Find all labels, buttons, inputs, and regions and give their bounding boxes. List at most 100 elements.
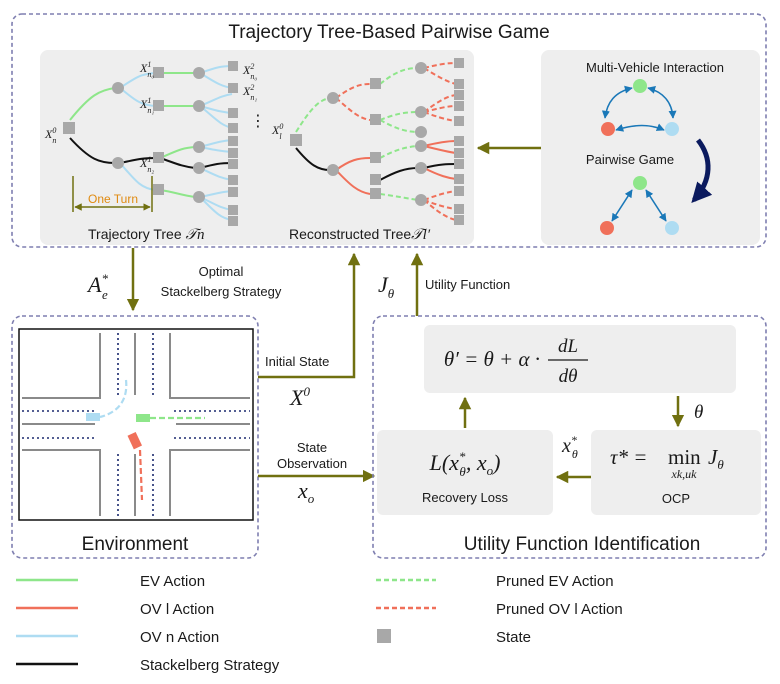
multi-vehicle-graph — [601, 85, 677, 132]
tree-edge — [423, 105, 457, 113]
legend-state-swatch — [377, 629, 391, 643]
reconstructed-tree-caption: Reconstructed Tree𝒯l′ — [289, 226, 431, 243]
action-node — [193, 141, 205, 153]
trajectory-tree-nodes — [63, 61, 238, 226]
action-node — [327, 164, 339, 176]
state-node — [228, 148, 238, 158]
state-node — [228, 61, 238, 71]
frac-numerator: dL — [558, 336, 578, 357]
action-node — [193, 191, 205, 203]
ev-vehicle-icon — [136, 414, 150, 422]
tree-edge — [423, 145, 457, 154]
loss-equation: L(x*θ, xo) — [429, 449, 501, 479]
one-turn-bracket: One Turn — [72, 176, 153, 212]
utility-function-arrow-group: Jθ Utility Function — [378, 252, 510, 316]
ov-n-vehicle-node — [665, 122, 679, 136]
action-node — [193, 162, 205, 174]
state-node — [228, 216, 238, 226]
interaction-box — [541, 50, 760, 245]
ocp-j: Jθ — [708, 445, 724, 472]
tree-edge — [379, 167, 419, 181]
pairwise-game-label: Pairwise Game — [586, 152, 674, 167]
state-node — [228, 187, 238, 197]
action-node — [193, 67, 205, 79]
top-panel: Trajectory Tree-Based Pairwise Game — [11, 13, 767, 248]
ocp-box — [591, 430, 761, 515]
legend: EV Action OV l Action OV n Action Stacke… — [16, 573, 623, 674]
pairwise-graph — [611, 189, 667, 222]
initial-state-arrow — [258, 252, 361, 379]
tree-edge — [69, 87, 116, 121]
ov-l-vehicle-icon — [127, 431, 143, 450]
legend-ov-l-label: OV l Action — [140, 601, 214, 618]
action-node — [415, 106, 427, 118]
legend-stackelberg-label: Stackelberg Strategy — [140, 657, 280, 674]
state-observation-arrow-group: State Observation xo — [258, 440, 376, 506]
state-node — [454, 90, 464, 100]
tree-edge — [379, 111, 419, 121]
tree-edge — [379, 119, 419, 133]
trees-box — [40, 50, 474, 245]
action-node — [415, 162, 427, 174]
state-node — [370, 174, 381, 185]
state-label-line2: Observation — [277, 456, 347, 471]
tree-edge — [379, 67, 419, 85]
legend-state-label: State — [496, 629, 531, 646]
state-node — [454, 174, 464, 184]
state-node — [370, 188, 381, 199]
tree-edge — [423, 67, 457, 85]
action-node — [415, 194, 427, 206]
action-node — [415, 126, 427, 138]
legend-ev-label: EV Action — [140, 573, 205, 590]
ev-vehicle-node — [633, 79, 647, 93]
tree-edge — [423, 199, 457, 221]
tree-edge — [423, 62, 457, 69]
decompose-arrow-icon — [691, 138, 713, 203]
state-node — [454, 204, 464, 214]
top-panel-border — [11, 13, 767, 248]
theta-symbol: θ — [694, 402, 703, 423]
state-node — [454, 101, 464, 111]
ov-l-vehicle-node — [601, 122, 615, 136]
action-node — [193, 100, 205, 112]
tree-edge — [379, 193, 419, 201]
state-node — [370, 114, 381, 125]
utility-function-label: Utility Function — [425, 277, 510, 292]
utility-panel: θ′ = θ + α · dL dθ L(x*θ, xo) Recovery L… — [372, 315, 767, 559]
ov-n-vehicle-icon — [86, 413, 100, 421]
j-symbol: Jθ — [378, 272, 395, 301]
tree-edge — [423, 94, 457, 113]
state-node — [290, 134, 302, 146]
tree-edge — [335, 157, 371, 171]
state-node — [454, 136, 464, 146]
frac-denominator: dθ — [559, 366, 578, 387]
reconstructed-tree-nodes — [290, 58, 464, 225]
tree-edge — [335, 169, 371, 195]
environment-title: Environment — [82, 534, 189, 555]
legend-pruned-ov-l-label: Pruned OV l Action — [496, 601, 623, 618]
state-node — [454, 79, 464, 89]
state-node — [454, 116, 464, 126]
optimal-label-line1: Optimal — [199, 264, 244, 279]
environment-border — [11, 315, 259, 559]
state-node — [454, 159, 464, 169]
tree-edge — [423, 199, 457, 210]
ov-l-trajectory — [138, 449, 144, 501]
ov-n-trajectory — [99, 379, 128, 419]
utility-panel-title: Utility Function Identification — [464, 534, 701, 555]
state-node — [63, 122, 75, 134]
action-node — [112, 157, 124, 169]
lane-dividers — [22, 333, 250, 516]
tree-edge — [423, 167, 457, 180]
tree-edge — [335, 83, 371, 99]
tree-edge — [379, 145, 419, 159]
action-node — [415, 62, 427, 74]
tree-edge — [69, 137, 116, 164]
ov-n-vehicle-node — [665, 221, 679, 235]
state-node — [228, 159, 238, 169]
